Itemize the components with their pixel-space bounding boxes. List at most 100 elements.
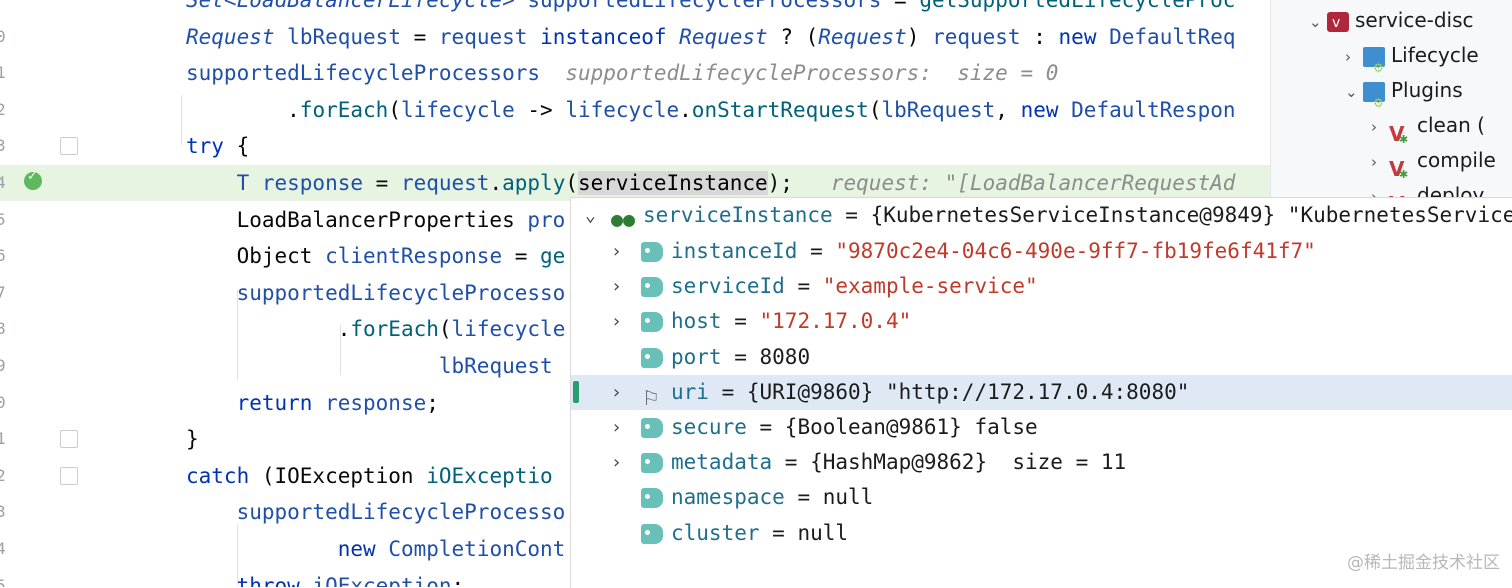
code-token: -> xyxy=(514,97,566,122)
debugger-field-row[interactable]: port = 8080 xyxy=(571,340,1512,375)
code-token: clientResponse xyxy=(325,244,503,269)
code-token: T response xyxy=(236,171,364,195)
debugger-field-row[interactable]: ›host = "172.17.0.4" xyxy=(571,304,1512,339)
line-number: 2 xyxy=(0,465,6,485)
code-text: .forEach(lifecycle xyxy=(186,311,566,347)
code-line[interactable]: LoadBalancerProperties pro xyxy=(0,202,1270,238)
code-token: LoadBalancerProperties xyxy=(186,207,528,232)
code-token: ( xyxy=(868,97,882,122)
maven-tree-panel[interactable]: ⌄service-disc›Lifecycle⌄Plugins›Vclean (… xyxy=(1270,0,1512,215)
selected-token: serviceInstance xyxy=(578,171,768,195)
code-token: response xyxy=(325,390,427,415)
code-token: supportedLifecycleProcesso xyxy=(236,280,566,305)
debugger-field-row[interactable]: cluster = null xyxy=(571,516,1512,551)
code-line[interactable]: } xyxy=(0,421,1270,457)
tree-item[interactable]: ›Vclean ( xyxy=(1371,108,1485,157)
variable-value: = {KubernetesServiceInstance@9849} "Kube… xyxy=(832,203,1512,227)
debugger-field-row[interactable]: ›metadata = {HashMap@9862} size = 11 xyxy=(571,445,1512,480)
line-number: 3 xyxy=(0,502,6,522)
code-line[interactable]: catch (IOException iOExceptio xyxy=(0,458,1270,494)
fold-marker-icon[interactable] xyxy=(60,137,78,155)
debugger-field-row[interactable]: namespace = null xyxy=(571,480,1512,515)
code-line[interactable]: supportedLifecycleProcesso xyxy=(0,275,1270,311)
code-token: ( xyxy=(438,317,452,342)
code-text: throw iOException; xyxy=(186,568,465,587)
code-token: Set<LoadBalancerLifecycle> xyxy=(186,0,515,12)
code-token: Request xyxy=(679,24,768,49)
tree-item[interactable]: ⌄service-disc xyxy=(1309,3,1474,40)
code-token: instanceof xyxy=(540,24,667,49)
line-number: 5 xyxy=(0,209,6,229)
code-token: ) xyxy=(906,24,933,49)
field-value: null xyxy=(822,485,874,510)
line-number: 5 xyxy=(0,575,6,587)
code-text: T response = request.apply(serviceInstan… xyxy=(186,165,1235,201)
code-line-current[interactable]: T response = request.apply(serviceInstan… xyxy=(0,165,1270,201)
line-number: 1 xyxy=(0,429,6,449)
field-value: 8080 xyxy=(759,344,811,369)
code-line[interactable]: lbRequest xyxy=(0,348,1270,384)
code-line[interactable]: Set<LoadBalancerLifecycle> supportedLife… xyxy=(0,0,1270,18)
chevron-right-icon[interactable]: › xyxy=(611,311,622,333)
code-token: getSupportedLifecycleProc xyxy=(919,0,1236,12)
code-token xyxy=(300,574,313,587)
code-text: return response; xyxy=(186,385,439,421)
code-line[interactable]: Request lbRequest = request instanceof R… xyxy=(0,19,1270,55)
fold-marker-icon[interactable] xyxy=(60,467,78,485)
code-token: DefaultRespon xyxy=(1071,97,1236,122)
code-text: .forEach(lifecycle -> lifecycle.onStartR… xyxy=(186,92,1236,128)
chevron-right-icon[interactable]: › xyxy=(611,417,622,438)
watermark: @稀土掘金技术社区 xyxy=(1347,553,1500,573)
tree-item[interactable]: ›Vcompile xyxy=(1371,143,1496,192)
line-number: 6 xyxy=(0,246,6,266)
code-token: request: "[LoadBalancerRequestAd xyxy=(830,171,1236,195)
chevron-down-icon[interactable]: ⌄ xyxy=(1345,83,1358,101)
tree-item[interactable]: ⌄Plugins xyxy=(1345,73,1463,120)
code-token: request xyxy=(400,171,490,195)
code-line[interactable]: Object clientResponse = ge xyxy=(0,238,1270,274)
chevron-right-icon[interactable]: › xyxy=(1345,48,1351,66)
code-line[interactable]: supportedLifecycleProcessors supportedLi… xyxy=(0,55,1270,91)
chevron-down-icon[interactable]: ⌄ xyxy=(1309,13,1322,31)
chevron-right-icon[interactable]: › xyxy=(611,276,622,298)
code-token: return xyxy=(236,390,313,415)
debugger-root-row[interactable]: ⌄●●serviceInstance = {KubernetesServiceI… xyxy=(571,198,1512,233)
code-token xyxy=(1059,98,1072,122)
chevron-right-icon[interactable]: › xyxy=(1371,153,1377,171)
field-name: host xyxy=(671,309,722,334)
chevron-right-icon[interactable]: › xyxy=(1371,118,1377,136)
line-number: 7 xyxy=(0,282,6,302)
fold-marker-icon[interactable] xyxy=(60,430,78,448)
breakpoint-icon[interactable] xyxy=(24,169,42,190)
debugger-variables-popup[interactable]: ⌄●●serviceInstance = {KubernetesServiceI… xyxy=(570,197,1512,588)
code-token xyxy=(186,537,338,561)
watch-glasses-icon: ●● xyxy=(611,207,636,231)
debugger-field-row[interactable]: ›serviceId = "example-service" xyxy=(571,269,1512,304)
code-line[interactable]: throw iOException; xyxy=(0,568,1270,587)
field-tag-icon xyxy=(641,347,663,368)
code-token: forEach xyxy=(350,317,439,342)
code-token: . xyxy=(186,97,300,122)
code-token xyxy=(186,281,237,305)
code-line[interactable]: new CompletionCont xyxy=(0,531,1270,567)
chevron-down-icon[interactable]: ⌄ xyxy=(585,205,596,226)
code-line[interactable]: try { xyxy=(0,128,1270,164)
field-value: "9870c2e4-04c6-490e-9ff7-fb19fe6f41f7" xyxy=(835,239,1316,263)
chevron-right-icon[interactable]: › xyxy=(611,381,622,403)
debugger-field-row[interactable]: ›⚐uri = {URI@9860} "http://172.17.0.4:80… xyxy=(571,374,1512,410)
code-token xyxy=(376,537,389,561)
chevron-right-icon[interactable]: › xyxy=(611,452,622,474)
chevron-right-icon[interactable]: › xyxy=(611,241,622,262)
code-line[interactable]: supportedLifecycleProcesso xyxy=(0,494,1270,530)
code-token xyxy=(186,171,237,195)
code-line[interactable]: .forEach(lifecycle xyxy=(0,311,1270,347)
debugger-field-row[interactable]: ›instanceId = "9870c2e4-04c6-490e-9ff7-f… xyxy=(571,234,1512,269)
code-token: = xyxy=(881,0,920,12)
field-value: {URI@9860} "http://172.17.0.4:8080" xyxy=(746,379,1190,404)
line-number: 9 xyxy=(0,356,6,375)
tree-item[interactable]: ›Lifecycle xyxy=(1345,38,1479,85)
code-line[interactable]: return response; xyxy=(0,385,1270,421)
debugger-field-row[interactable]: ›secure = {Boolean@9861} false xyxy=(571,410,1512,445)
code-line[interactable]: .forEach(lifecycle -> lifecycle.onStartR… xyxy=(0,92,1270,128)
field-name: serviceId xyxy=(671,274,785,299)
